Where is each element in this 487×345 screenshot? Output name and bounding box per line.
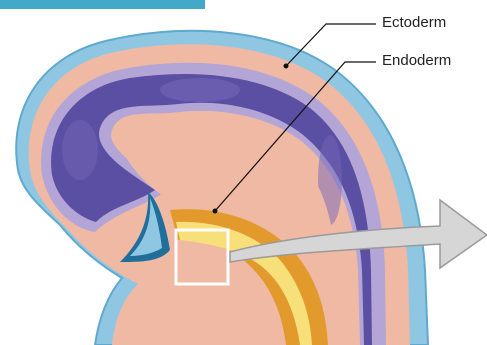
ectoderm-label: Ectoderm [382, 14, 446, 31]
endoderm-label: Endoderm [382, 52, 451, 69]
neural-highlight [62, 120, 98, 180]
neural-highlight [160, 78, 240, 102]
endoderm-leader-dot [213, 209, 218, 214]
header-bar [0, 0, 205, 9]
ectoderm-leader-dot [284, 64, 289, 69]
